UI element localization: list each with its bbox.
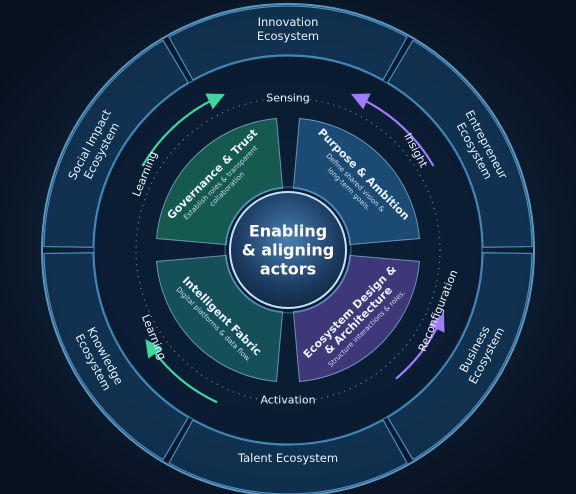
- outer-ring-segment: [168, 5, 408, 81]
- outer-ring-segment: [387, 39, 533, 248]
- cycle-track: [135, 97, 441, 403]
- outer-ring-border: [41, 3, 535, 494]
- outer-ring-label-line: Innovation: [258, 15, 319, 29]
- outer-ring-segment: [43, 39, 189, 248]
- cycle-arrow-green: [145, 339, 218, 404]
- center-label-line: actors: [260, 260, 316, 279]
- cycle-arrow-purple: [351, 93, 435, 167]
- outer-ring-segment: [168, 419, 408, 494]
- cycle-stage-label: Sensing: [266, 92, 309, 105]
- center-label-line: & aligning: [242, 241, 334, 260]
- cycle-stage-label-line: Sensing: [266, 92, 309, 105]
- outer-ring-segment: [387, 252, 533, 461]
- outer-ring-label-line: Talent Ecosystem: [237, 451, 338, 465]
- cycle-arrow-purple: [395, 313, 445, 380]
- center-circle: [229, 191, 347, 309]
- cycle-stage-label: Activation: [260, 394, 315, 407]
- cycle-stage-label-line: Activation: [260, 394, 315, 407]
- quadrant-panel: [155, 254, 284, 383]
- quadrant-panel: [155, 117, 284, 246]
- outer-ring-segment: [43, 252, 189, 461]
- outer-ring-label: Talent Ecosystem: [237, 451, 338, 465]
- cycle-arrow-green: [141, 93, 225, 167]
- outer-ring-label-line: Ecosystem: [257, 29, 319, 43]
- center-label-line: Enabling: [249, 221, 327, 240]
- quadrant-panel: [292, 254, 421, 383]
- center-halo: [224, 186, 352, 314]
- quadrant-panel: [292, 117, 421, 246]
